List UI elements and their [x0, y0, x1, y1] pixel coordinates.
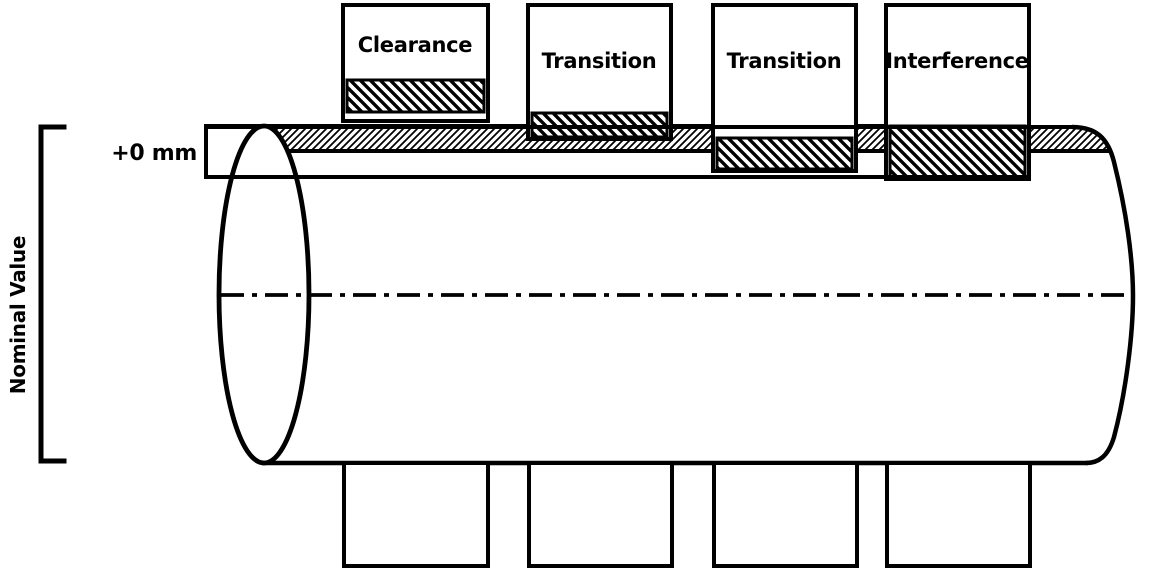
clearance-fit-box: Clearance: [341, 3, 490, 123]
nominal-value-label: Nominal Value: [6, 236, 30, 394]
clearance-hole-zone-hatch: [345, 78, 486, 114]
interference-fit-box: Interference: [884, 3, 1031, 181]
cylinder-right-edge: [1071, 124, 1136, 466]
bottom-box-2: [527, 461, 674, 568]
transition-fit-box-2: Transition: [711, 3, 858, 173]
transition2-label: Transition: [727, 49, 842, 73]
bottom-box-4: [885, 461, 1032, 568]
clearance-label: Clearance: [358, 33, 473, 57]
zero-deviation-label: +0 mm: [111, 141, 197, 166]
bottom-box-1: [342, 461, 490, 568]
transition-fit-box-1: Transition: [526, 3, 673, 141]
interference-label: Interference: [885, 49, 1028, 73]
transition1-label: Transition: [542, 49, 657, 73]
transition2-hole-zone-hatch: [715, 136, 854, 171]
nominal-value-bracket: [38, 124, 67, 464]
interference-hole-zone-hatch: [888, 124, 1027, 179]
bottom-box-3: [712, 461, 859, 568]
